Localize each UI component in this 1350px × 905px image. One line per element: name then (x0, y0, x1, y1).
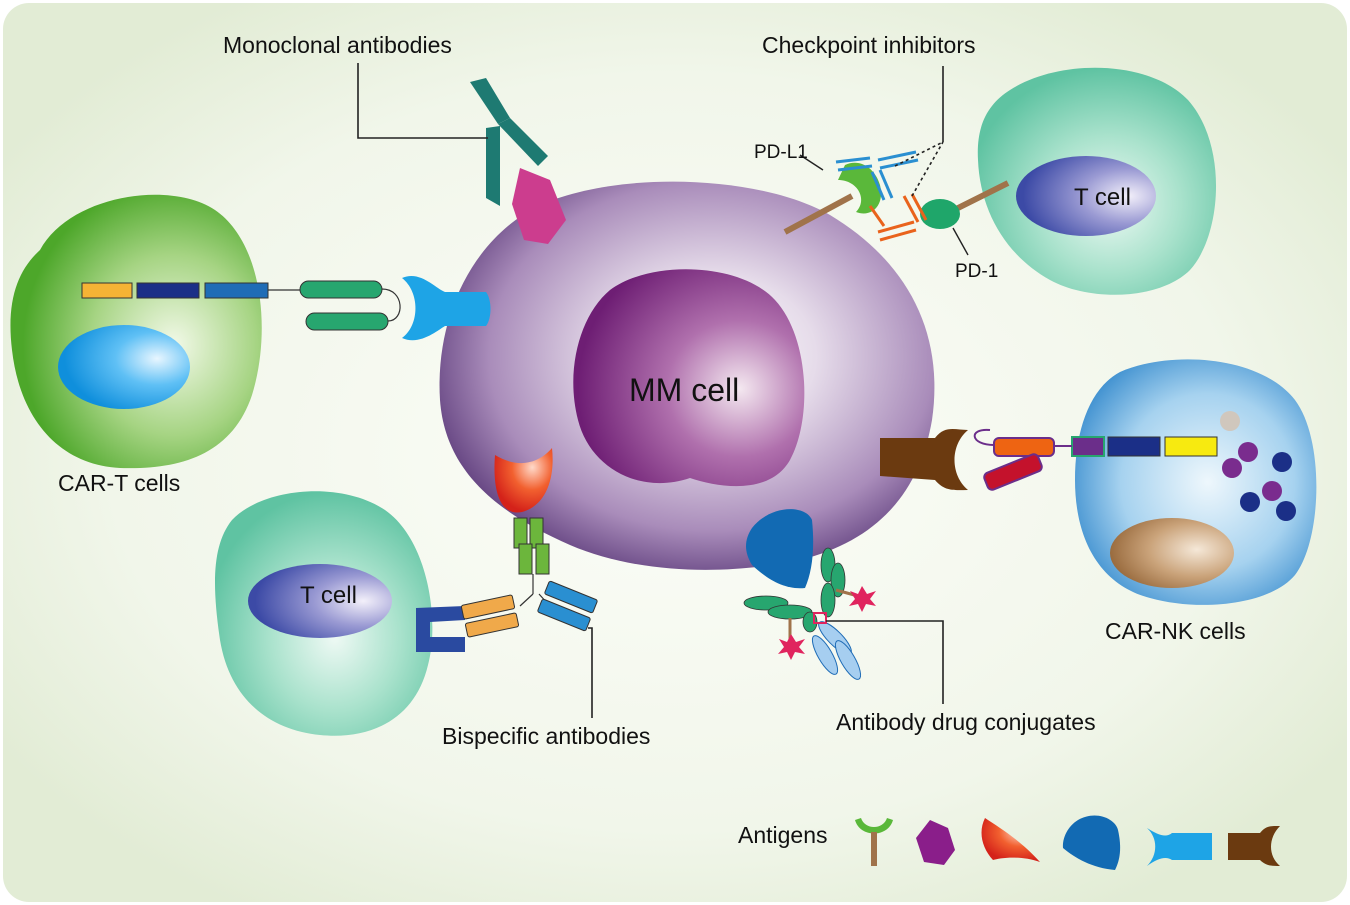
pink-antigen (512, 168, 566, 244)
t-cell-top (977, 67, 1217, 295)
brown-antigen (880, 429, 968, 491)
car-t-nucleus (58, 325, 190, 409)
car-construct-nk (973, 428, 1218, 491)
car-t-cell (10, 194, 262, 469)
label-antigens: Antigens (738, 822, 828, 848)
car-construct-t (81, 280, 401, 331)
label-t-cell-bottom: T cell (300, 582, 357, 609)
label-car-t-cells: CAR-T cells (58, 470, 181, 496)
checkpoint-complex (783, 66, 1010, 256)
t-cell-bottom (215, 491, 433, 736)
light-blue-antigen (402, 275, 491, 341)
legend-purple-antigen (916, 820, 955, 865)
label-t-cell-top: T cell (1074, 184, 1131, 211)
bispecific-antibody (416, 517, 598, 718)
adc-antibody (743, 547, 944, 704)
monoclonal-antibody (470, 78, 548, 206)
legend-dark-blue-antigen (1062, 815, 1121, 870)
legend-brown-antigen (1228, 825, 1280, 866)
legend-light-blue-antigen (1147, 828, 1212, 866)
label-monoclonal-antibodies: Monoclonal antibodies (223, 32, 452, 58)
red-antigen (494, 448, 553, 513)
mm-cell (439, 181, 935, 570)
antigen-legend (855, 815, 1280, 870)
label-mm-cell: MM cell (629, 372, 740, 408)
label-antibody-drug-conjugates: Antibody drug conjugates (836, 709, 1096, 735)
t-cell-bottom-nucleus (248, 564, 392, 638)
label-car-nk-cells: CAR-NK cells (1105, 618, 1246, 644)
car-nk-nucleus (1110, 518, 1234, 588)
legend-red-antigen (981, 818, 1040, 862)
dark-blue-antigen (746, 509, 814, 589)
label-bispecific-antibodies: Bispecific antibodies (442, 723, 651, 749)
legend-green-antigen (855, 818, 893, 866)
car-nk-cell (1075, 359, 1317, 605)
mm-nucleus (573, 269, 805, 487)
t-cell-top-nucleus (1016, 156, 1156, 236)
monoclonal-leader (357, 63, 488, 139)
label-pd-l1: PD-L1 (754, 142, 808, 163)
label-pd-1: PD-1 (955, 261, 999, 282)
label-checkpoint-inhibitors: Checkpoint inhibitors (762, 32, 976, 58)
